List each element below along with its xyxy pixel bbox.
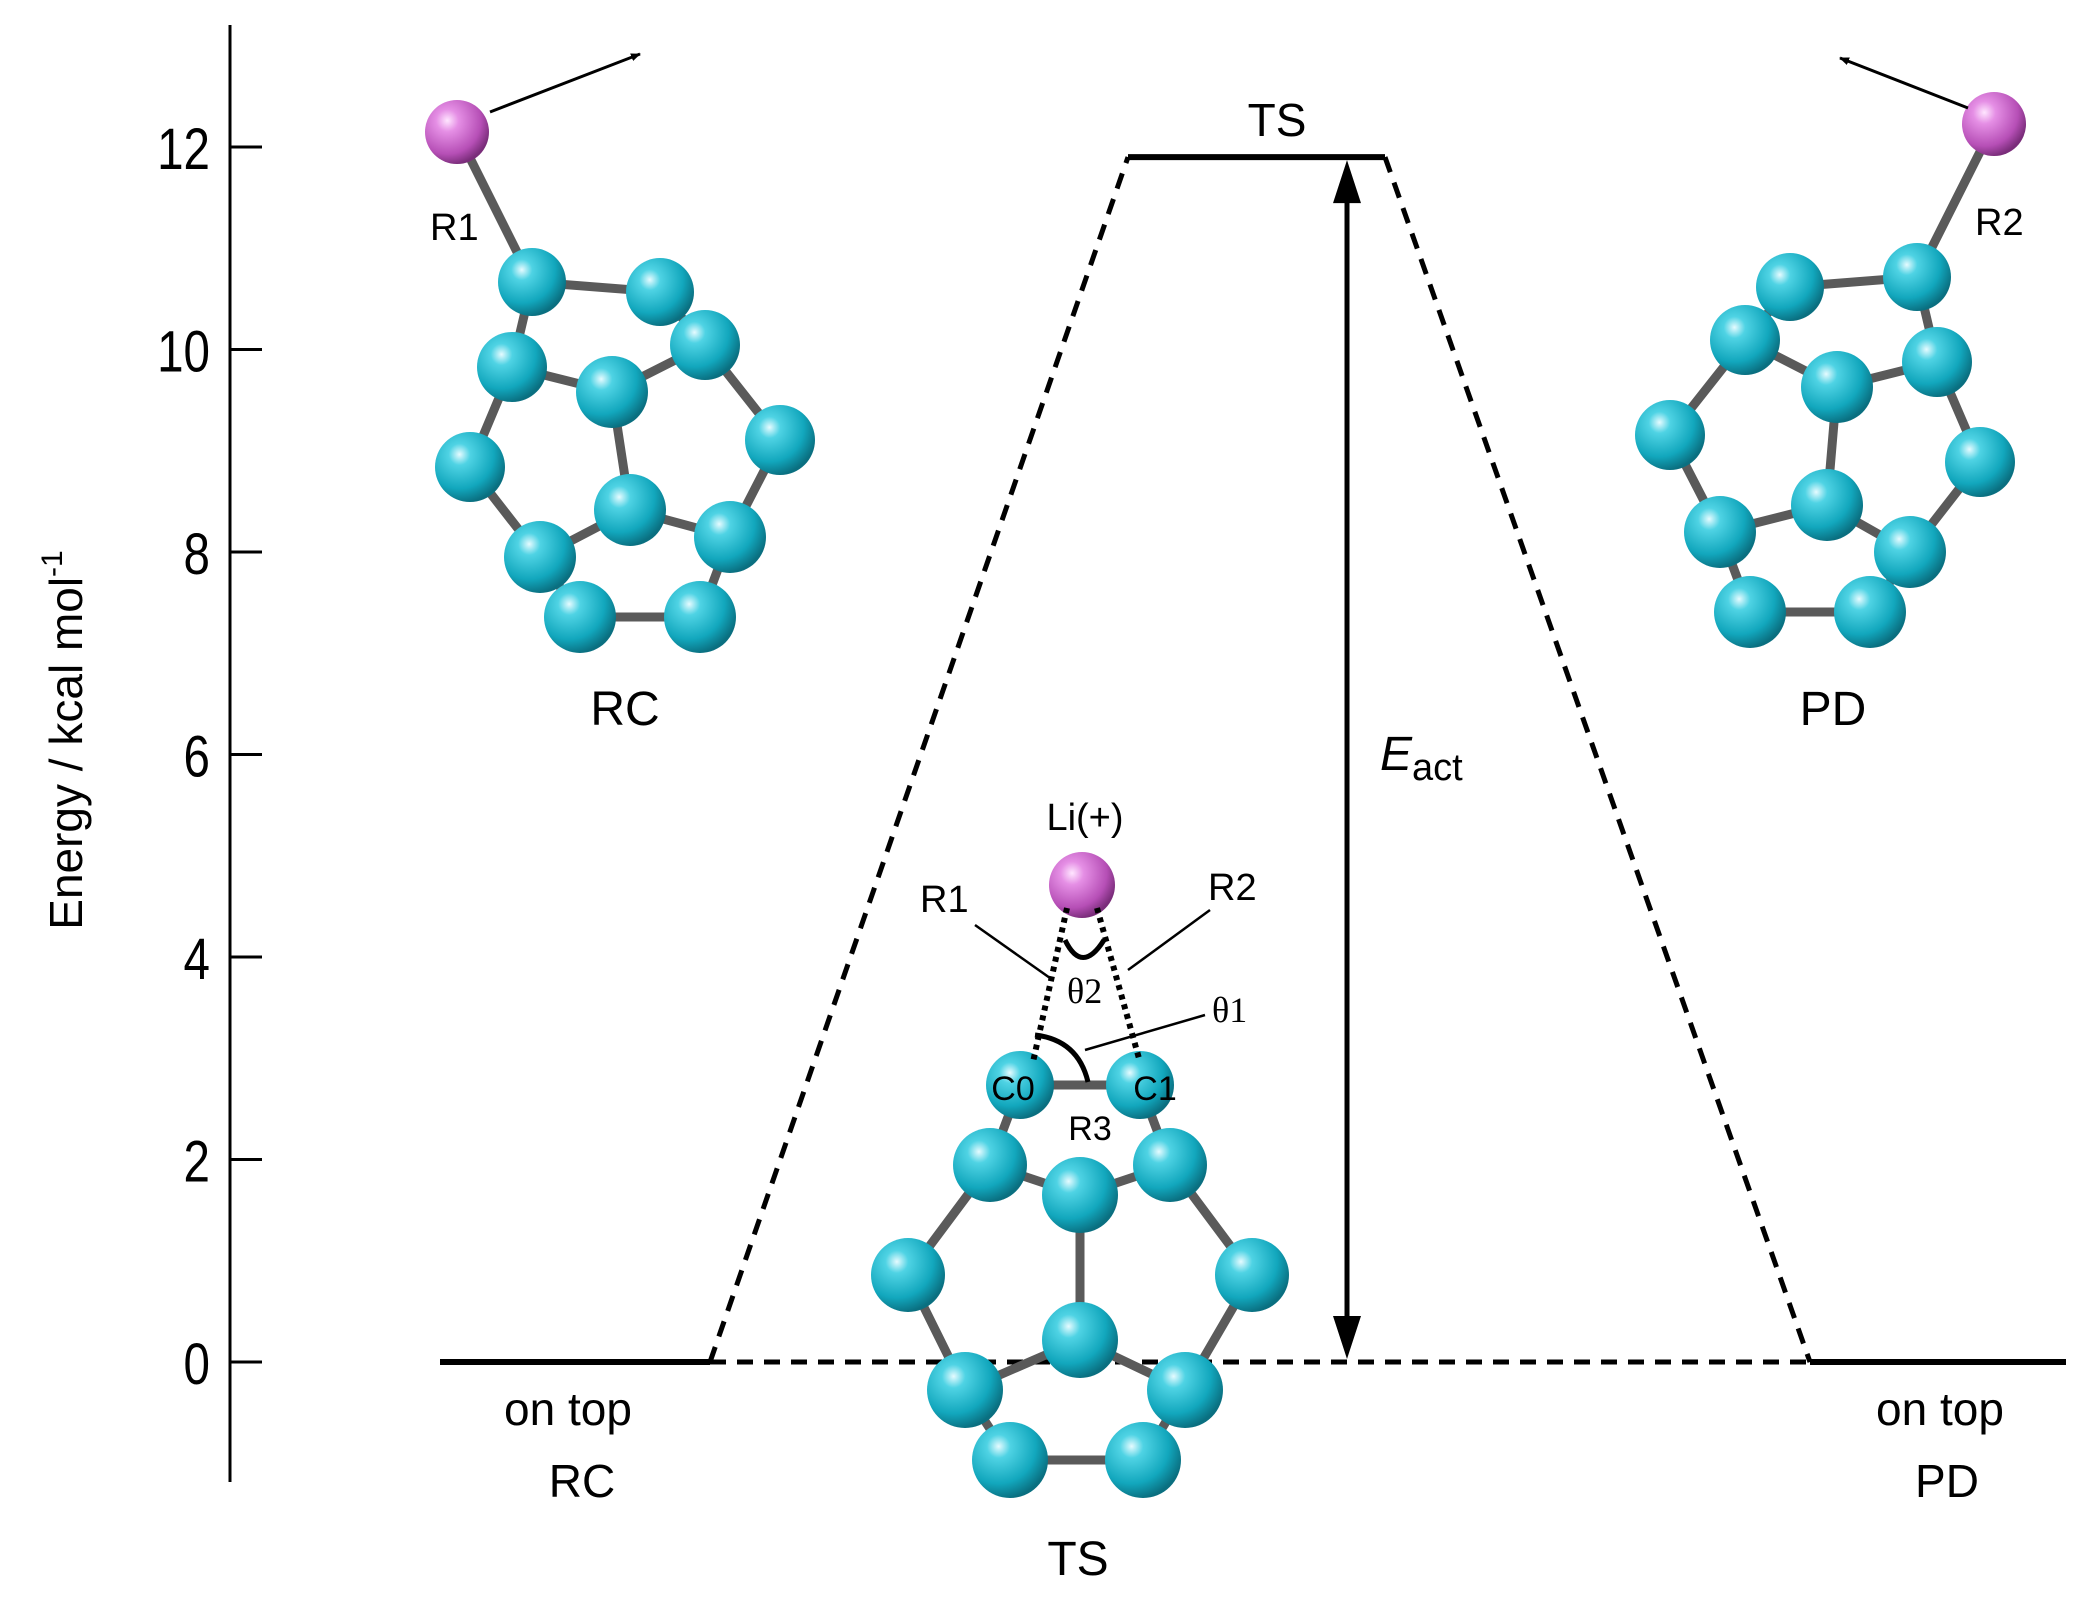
carbon-atom [1801,351,1873,423]
rc-level-label-line1: on top [504,1383,632,1435]
carbon-atom [1133,1128,1207,1202]
activation-label-sub: act [1412,747,1463,789]
activation-arrow-head-up [1333,160,1361,204]
ts-caption: TS [1047,1533,1108,1586]
rc-bond-label: R1 [430,207,479,249]
carbon-atom-c0 [986,1051,1054,1119]
pd-atoms [1635,92,2026,648]
activation-arrow-head-down [1333,1316,1361,1359]
activation-energy-label: Eact [1380,728,1463,789]
carbon-atom [626,258,694,326]
carbon-atom [871,1238,945,1312]
ts-atoms [871,852,1289,1498]
theta1-angle-arc [1034,1032,1091,1083]
y-axis-label-sup: -1 [36,550,69,577]
carbon-atom [670,310,740,380]
carbon-atom [927,1352,1003,1428]
carbon-atom [1684,496,1756,568]
ts-leader-lines [974,908,1211,1052]
ts-c1-label: C1 [1133,1070,1176,1108]
ts-theta1-label: θ1 [1212,990,1247,1030]
carbon-atom [435,432,505,502]
carbon-atom [1147,1352,1223,1428]
carbon-atom [576,356,648,428]
pd-motion-arrow [1839,56,1969,110]
carbon-atom [1105,1422,1181,1498]
carbon-atom [1042,1302,1118,1378]
y-tick-label: 0 [184,1333,210,1398]
activation-arrow: Eact [1333,160,1463,1359]
y-tick-label: 2 [184,1130,210,1195]
y-tick-label: 6 [184,725,210,790]
lithium-atom [425,100,489,164]
theta2-angle-arc [1062,938,1107,960]
lithium-atom [1049,852,1115,918]
ts-r2-label: R2 [1208,867,1257,909]
carbon-atom [1902,327,1972,397]
ts-ion-label: Li(+) [1046,797,1123,839]
y-tick-label: 4 [184,928,210,993]
carbon-atom [1945,427,2015,497]
carbon-atom [1874,516,1946,588]
carbon-atom [664,581,736,653]
rc-caption: RC [590,683,659,736]
rc-atoms [425,100,815,653]
carbon-atom [694,501,766,573]
y-axis-label: Energy / kcal mol-1 [36,550,92,929]
connector-lines [707,156,1813,1365]
ts-structure: Li(+) R1 R2 θ2 θ1 C0 C1 R3 TS [871,797,1289,1586]
rc-motion-arrow [489,52,641,114]
carbon-atom [544,581,616,653]
ts-theta2-label: θ2 [1067,971,1102,1011]
carbon-atom [1042,1157,1118,1233]
y-tick-label: 10 [157,320,210,385]
carbon-atom [972,1422,1048,1498]
pd-structure: R2 PD [1635,56,2026,736]
carbon-atom [745,405,815,475]
y-axis-label-main: Energy / kcal mol [40,577,92,930]
carbon-atom [1635,400,1705,470]
energy-levels [440,154,2066,1365]
carbon-atom [1714,576,1786,648]
carbon-atom [504,521,576,593]
ts-level-label: TS [1248,94,1307,146]
carbon-atom [1756,253,1824,321]
carbon-atom [594,474,666,546]
rc-level-label-line2: RC [549,1455,615,1507]
pd-bond-label: R2 [1975,202,2024,244]
y-tick-label: 8 [184,523,210,588]
carbon-atom [1834,576,1906,648]
carbon-atom-c1 [1106,1051,1174,1119]
carbon-atom [1883,243,1951,311]
rc-ts-connector [707,156,1131,1363]
level-labels: TS on top RC on top PD [504,94,2004,1507]
rc-structure: R1 RC [425,52,815,736]
y-axis-ticks: 0 2 4 6 8 10 12 [157,118,262,1398]
carbon-atom [1215,1238,1289,1312]
carbon-atom [477,332,547,402]
ts-r1-label: R1 [920,879,969,921]
ts-r3-label: R3 [1068,1110,1111,1148]
pd-level-label-line2: PD [1915,1455,1979,1507]
carbon-atom [1791,469,1863,541]
carbon-atom [1710,305,1780,375]
pd-caption: PD [1800,683,1867,736]
carbon-atom [953,1128,1027,1202]
ts-pd-connector [1382,156,1813,1363]
y-axis: 0 2 4 6 8 10 12 Energy / kcal mol-1 [36,25,262,1482]
activation-label-main: E [1380,728,1413,781]
y-tick-label: 12 [157,118,210,183]
ts-c0-label: C0 [991,1070,1034,1108]
lithium-atom [1962,92,2026,156]
pd-level-label-line1: on top [1876,1383,2004,1435]
carbon-atom [498,248,566,316]
